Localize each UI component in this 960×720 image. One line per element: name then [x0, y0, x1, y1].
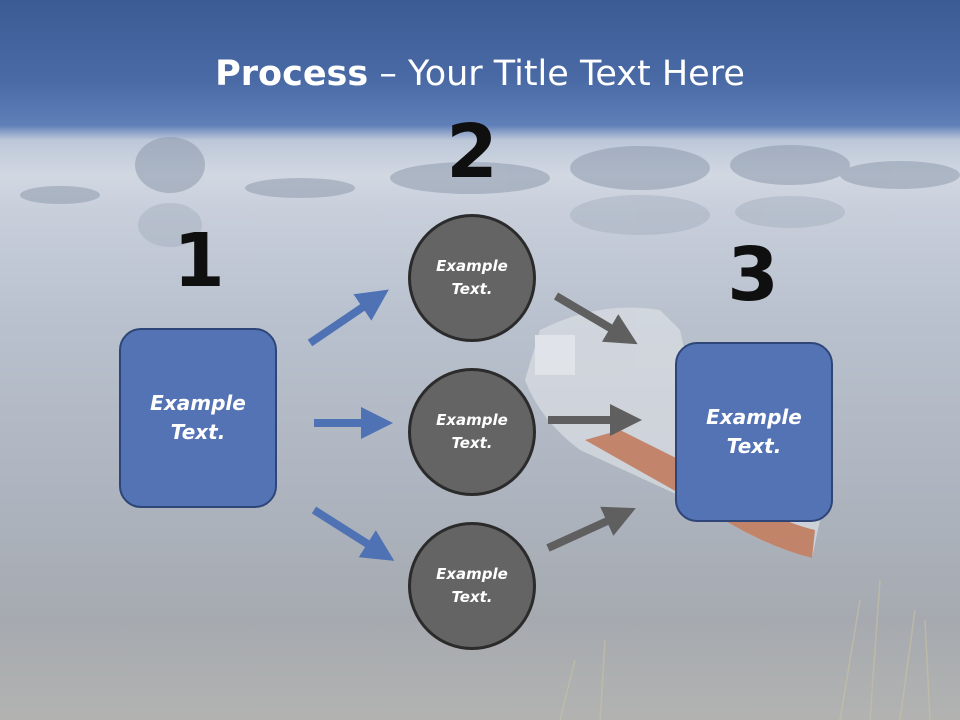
step-number-1: 1 — [173, 218, 225, 304]
circle-bottom-line1: Example — [436, 565, 508, 583]
step-number-2: 2 — [446, 109, 498, 195]
right-box-line1: Example — [706, 405, 802, 429]
circle-middle-line1: Example — [436, 411, 508, 429]
circle-bottom-line2: Text. — [451, 588, 493, 606]
left-box-line2: Text. — [170, 420, 226, 444]
right-box-line2: Text. — [726, 434, 782, 458]
step-number-3: 3 — [727, 232, 779, 318]
arrow-gray-down — [553, 292, 638, 345]
slide-title: Process – Your Title Text Here — [0, 52, 960, 96]
circle-middle-line2: Text. — [451, 434, 493, 452]
title-rest: – Your Title Text Here — [368, 54, 745, 94]
arrow-gray-up — [546, 506, 636, 552]
left-box-line1: Example — [150, 391, 246, 415]
arrow-blue-down — [311, 506, 395, 561]
title-bold: Process — [215, 54, 369, 94]
arrow-blue-up — [307, 289, 389, 347]
circle-top-line2: Text. — [451, 280, 493, 298]
circle-top-line1: Example — [436, 257, 508, 275]
